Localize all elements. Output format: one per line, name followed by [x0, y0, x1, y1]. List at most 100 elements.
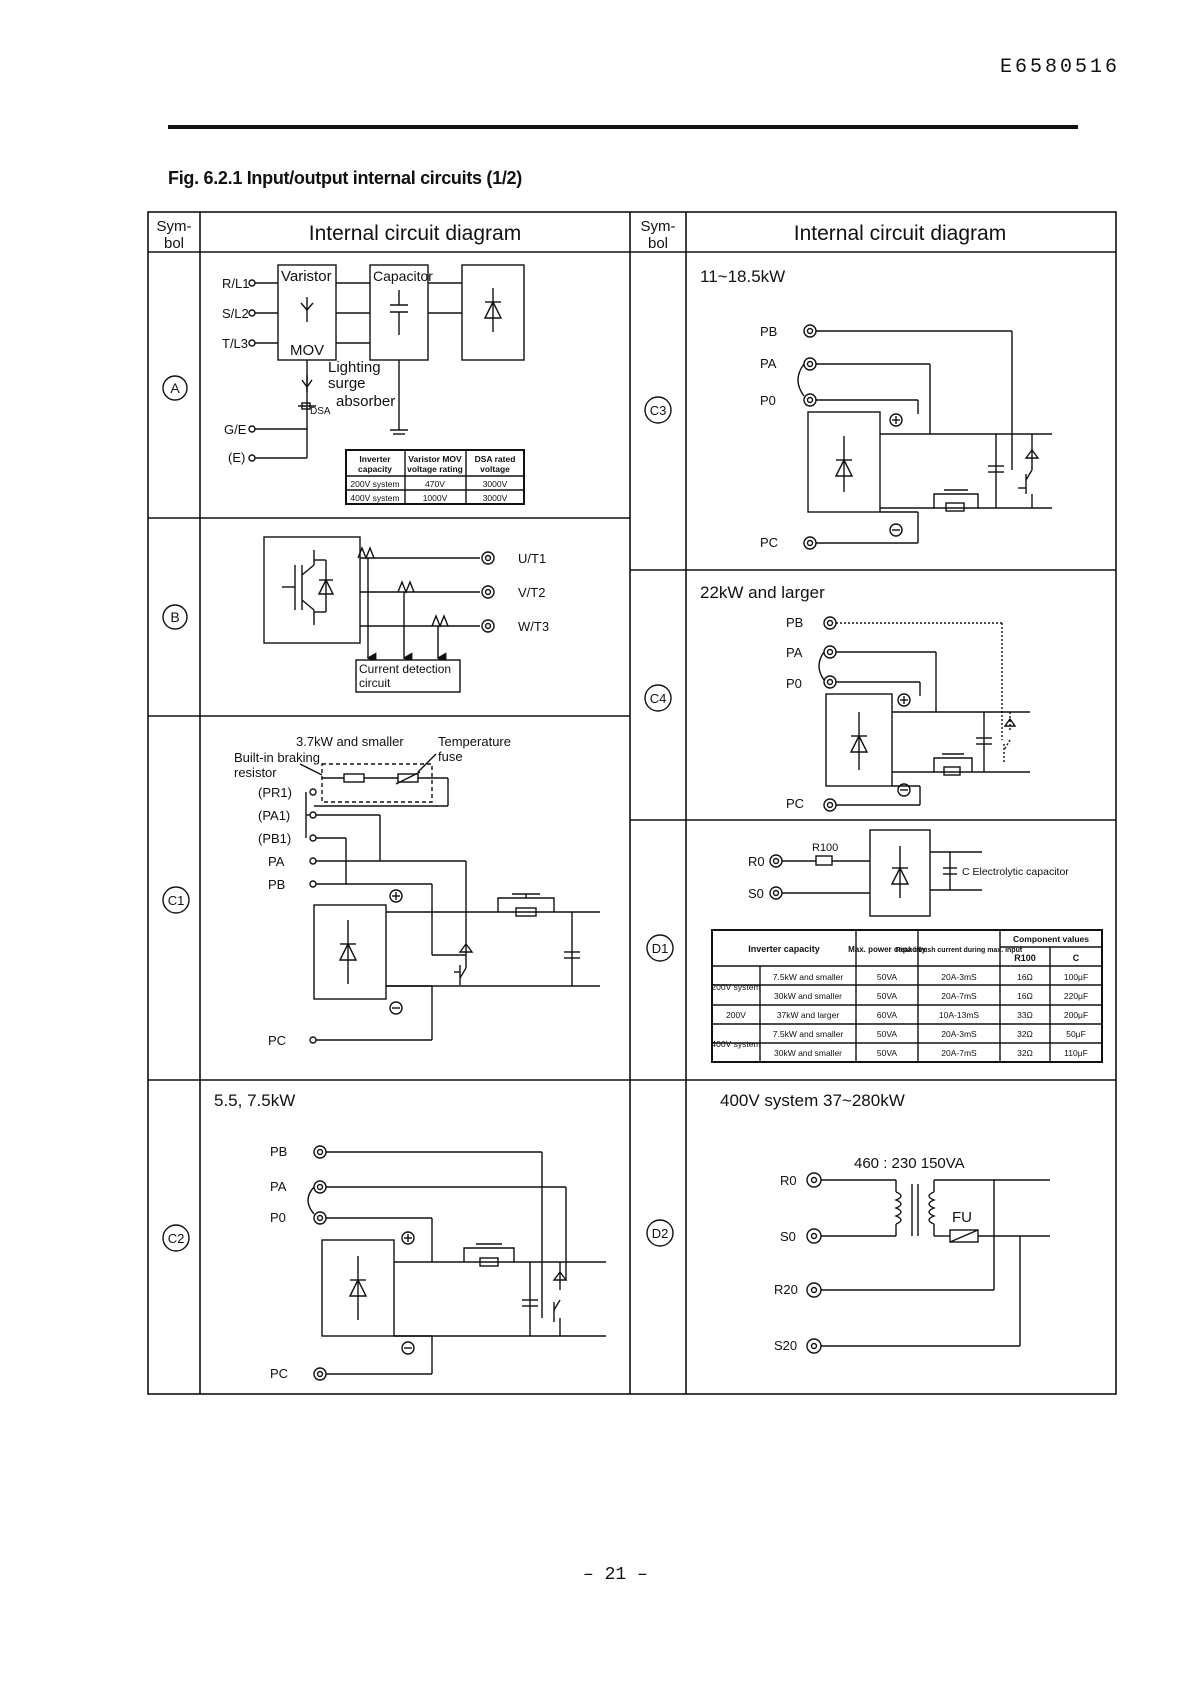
svg-text:20A-3mS: 20A-3mS: [941, 972, 977, 982]
header-symbol-left: Sym-: [157, 218, 192, 235]
terminal-ge: G/E: [224, 422, 247, 437]
svg-text:1000V: 1000V: [423, 493, 448, 503]
svg-text:60VA: 60VA: [877, 1010, 897, 1020]
c2-terminal-pa: PA: [270, 1179, 287, 1194]
svg-text:D1: D1: [652, 941, 669, 956]
symbol-d2: D2: [646, 1219, 674, 1247]
output-wt3: W/T3: [518, 619, 549, 634]
svg-text:200V system: 200V system: [350, 479, 399, 489]
svg-text:B: B: [170, 609, 179, 625]
svg-text:220μF: 220μF: [1064, 991, 1088, 1001]
circuit-b: U/T1 V/T2 W/T3 Current detection circuit: [263, 536, 549, 693]
d2-terminal-r20: R20: [774, 1282, 798, 1297]
svg-text:Max. power capacity: Max. power capacity: [848, 945, 926, 954]
svg-text:16Ω: 16Ω: [1017, 972, 1033, 982]
svg-text:32Ω: 32Ω: [1017, 1048, 1033, 1058]
inrush-table: Inverter capacity Max. power capacity Pe…: [711, 929, 1103, 1063]
builtin-line-2: resistor: [234, 765, 277, 780]
c2-title: 5.5, 7.5kW: [214, 1091, 295, 1110]
d2-terminal-s0: S0: [780, 1229, 796, 1244]
svg-text:C1: C1: [168, 893, 185, 908]
detection-line-1: Current detection: [359, 662, 451, 676]
c2-terminal-p0: P0: [270, 1210, 286, 1225]
transformer-label: 460 : 230 150VA: [854, 1155, 965, 1172]
d1-terminal-r0: R0: [748, 854, 765, 869]
symbol-d1: D1: [646, 934, 674, 962]
inverter-block: [263, 536, 361, 644]
c1-note: 3.7kW and smaller: [296, 734, 404, 749]
c4-terminal-p0: P0: [786, 676, 802, 691]
svg-text:7.5kW and smaller: 7.5kW and smaller: [773, 1029, 844, 1039]
dsa-label: DSA: [310, 406, 331, 417]
terminal-tl3: T/L3: [222, 336, 248, 351]
svg-text:3000V: 3000V: [483, 493, 508, 503]
c3-terminal-p0: P0: [760, 393, 776, 408]
page-number: – 21 –: [583, 1565, 648, 1585]
svg-text:30kW and smaller: 30kW and smaller: [774, 1048, 842, 1058]
svg-text:37kW and larger: 37kW and larger: [777, 1010, 840, 1020]
svg-text:400V system: 400V system: [711, 1039, 760, 1049]
svg-text:Inverter: Inverter: [359, 454, 391, 464]
output-ut1: U/T1: [518, 551, 546, 566]
svg-text:capacity: capacity: [358, 464, 392, 474]
svg-text:50VA: 50VA: [877, 972, 897, 982]
fuse-line-2: fuse: [438, 749, 463, 764]
svg-text:Varistor MOV: Varistor MOV: [408, 454, 462, 464]
svg-text:voltage: voltage: [480, 464, 510, 474]
terminal-e: (E): [228, 450, 245, 465]
svg-text:Peak inrush current during max: Peak inrush current during max. input: [896, 947, 1023, 954]
mov-label: MOV: [290, 342, 324, 359]
symbol-b: B: [162, 604, 188, 630]
circuit-c1: 3.7kW and smaller Built-in braking resis…: [234, 734, 600, 1048]
c4-terminal-pb: PB: [786, 615, 803, 630]
c4-title: 22kW and larger: [700, 583, 825, 602]
builtin-line-1: Built-in braking: [234, 750, 320, 765]
absorber-line-3: absorber: [336, 393, 395, 410]
absorber-line-2: surge: [328, 375, 366, 392]
terminal-sl2: S/L2: [222, 306, 249, 321]
svg-text:C4: C4: [650, 691, 667, 706]
current-detection-block: [355, 659, 461, 693]
svg-text:200V: 200V: [726, 1010, 746, 1020]
d2-terminal-r0: R0: [780, 1173, 797, 1188]
r100-label: R100: [812, 842, 838, 854]
c4-terminal-pa: PA: [786, 645, 803, 660]
circuit-c2: 5.5, 7.5kW PB PA P0 PC: [214, 1091, 606, 1381]
svg-text:20A-7mS: 20A-7mS: [941, 991, 977, 1001]
terminal-pb1: (PB1): [258, 831, 291, 846]
c3-terminal-pb: PB: [760, 324, 777, 339]
d1-terminal-s0: S0: [748, 886, 764, 901]
svg-text:50VA: 50VA: [877, 1048, 897, 1058]
svg-text:110μF: 110μF: [1064, 1048, 1088, 1058]
symbol-c4: C4: [644, 684, 672, 712]
c2-terminal-pb: PB: [270, 1144, 287, 1159]
svg-text:C2: C2: [168, 1231, 185, 1246]
svg-text:C: C: [1073, 953, 1080, 963]
voltage-rating-table: Inverter capacity Varistor MOV voltage r…: [345, 449, 525, 505]
header-diagram-left: Internal circuit diagram: [309, 222, 521, 245]
svg-text:Inverter capacity: Inverter capacity: [748, 944, 820, 954]
d2-title: 400V system 37~280kW: [720, 1091, 905, 1110]
detection-line-2: circuit: [359, 676, 391, 690]
circuit-c3: 11~18.5kW PB PA P0 PC: [700, 267, 1052, 550]
output-vt2: V/T2: [518, 585, 545, 600]
header-symbol-right-2: bol: [648, 235, 668, 252]
symbol-c1: C1: [162, 886, 190, 914]
header-rule: [168, 125, 1078, 129]
circuit-a: R/L1 S/L2 T/L3 Varistor MOV Capacitor: [222, 264, 525, 505]
svg-text:10A-13mS: 10A-13mS: [939, 1010, 979, 1020]
c3-terminal-pc: PC: [760, 535, 778, 550]
svg-text:16Ω: 16Ω: [1017, 991, 1033, 1001]
circuit-c4: 22kW and larger PB PA P0 PC: [700, 583, 1030, 812]
svg-text:50VA: 50VA: [877, 991, 897, 1001]
symbol-c3: C3: [644, 396, 672, 424]
circuit-d1: R0 S0 R100 C Electrolytic capacitor: [711, 829, 1103, 1063]
svg-text:Component values: Component values: [1013, 934, 1089, 944]
varistor-label: Varistor: [281, 268, 332, 285]
svg-text:C3: C3: [650, 403, 667, 418]
terminal-pa: PA: [268, 854, 285, 869]
document-number: E6580516: [1000, 56, 1121, 79]
symbol-a: A: [162, 375, 188, 401]
svg-text:50VA: 50VA: [877, 1029, 897, 1039]
